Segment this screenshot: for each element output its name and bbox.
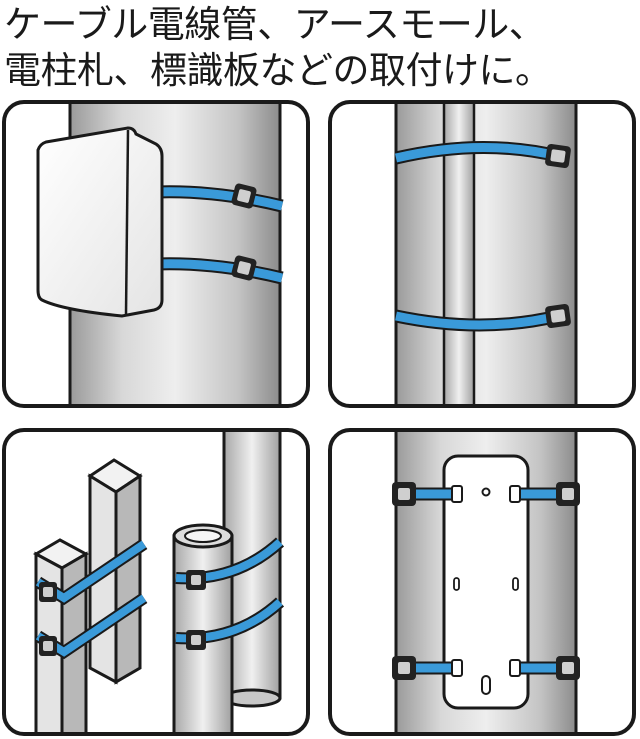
buckle — [545, 303, 571, 329]
junction-box — [36, 126, 164, 318]
sign-plate — [442, 454, 530, 710]
buckle — [231, 183, 257, 209]
box-on-pole-illustration — [36, 104, 284, 404]
buckle — [39, 636, 57, 656]
sign-plate-illustration — [392, 432, 580, 732]
panel-box-on-pole — [2, 100, 310, 408]
posts-illustration — [32, 432, 285, 732]
buckle — [186, 630, 206, 650]
caption-line-2: 電柱札、標識板などの取付けに。 — [4, 49, 552, 92]
buckle — [39, 582, 57, 602]
panel-conduit-on-pole — [328, 100, 636, 408]
buckle — [556, 656, 580, 680]
buckle — [231, 255, 257, 281]
caption-line-1: ケーブル電線管、アースモール、 — [4, 3, 546, 46]
panel-sign-plate-on-pole — [328, 428, 636, 736]
buckle — [186, 570, 206, 590]
panel-square-and-round-posts — [2, 428, 310, 736]
conduit-on-pole-illustration — [394, 104, 578, 404]
caption: ケーブル電線管、アースモール、 電柱札、標識板などの取付けに。 — [4, 2, 640, 94]
buckle — [392, 656, 416, 680]
buckle — [556, 482, 580, 506]
buckle — [545, 143, 571, 169]
buckle — [392, 482, 416, 506]
